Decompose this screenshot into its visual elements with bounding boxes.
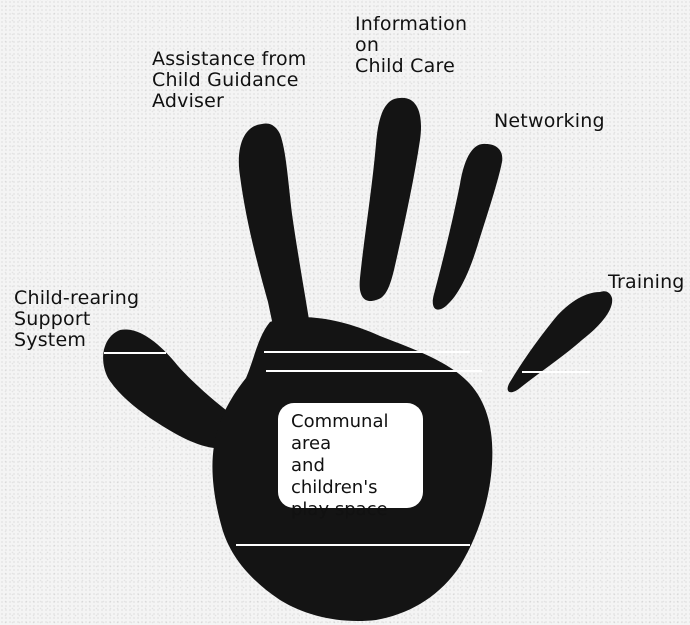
little-finger (508, 291, 613, 392)
hand-shape (103, 98, 612, 621)
label-child-rearing-support-system: Child-rearing Support System (14, 288, 174, 351)
middle-finger (360, 98, 421, 301)
index-finger (239, 123, 312, 340)
label-information-on-child-care: Information on Child Care (355, 14, 495, 77)
label-assistance-from-child-guidance-adviser: Assistance from Child Guidance Adviser (152, 49, 352, 112)
center-label-box: Communal area and children's play space (278, 403, 423, 508)
label-training: Training (608, 272, 690, 293)
ring-finger (433, 144, 503, 310)
center-label-text: Communal area and children's play space (291, 411, 413, 521)
label-networking: Networking (494, 111, 624, 132)
